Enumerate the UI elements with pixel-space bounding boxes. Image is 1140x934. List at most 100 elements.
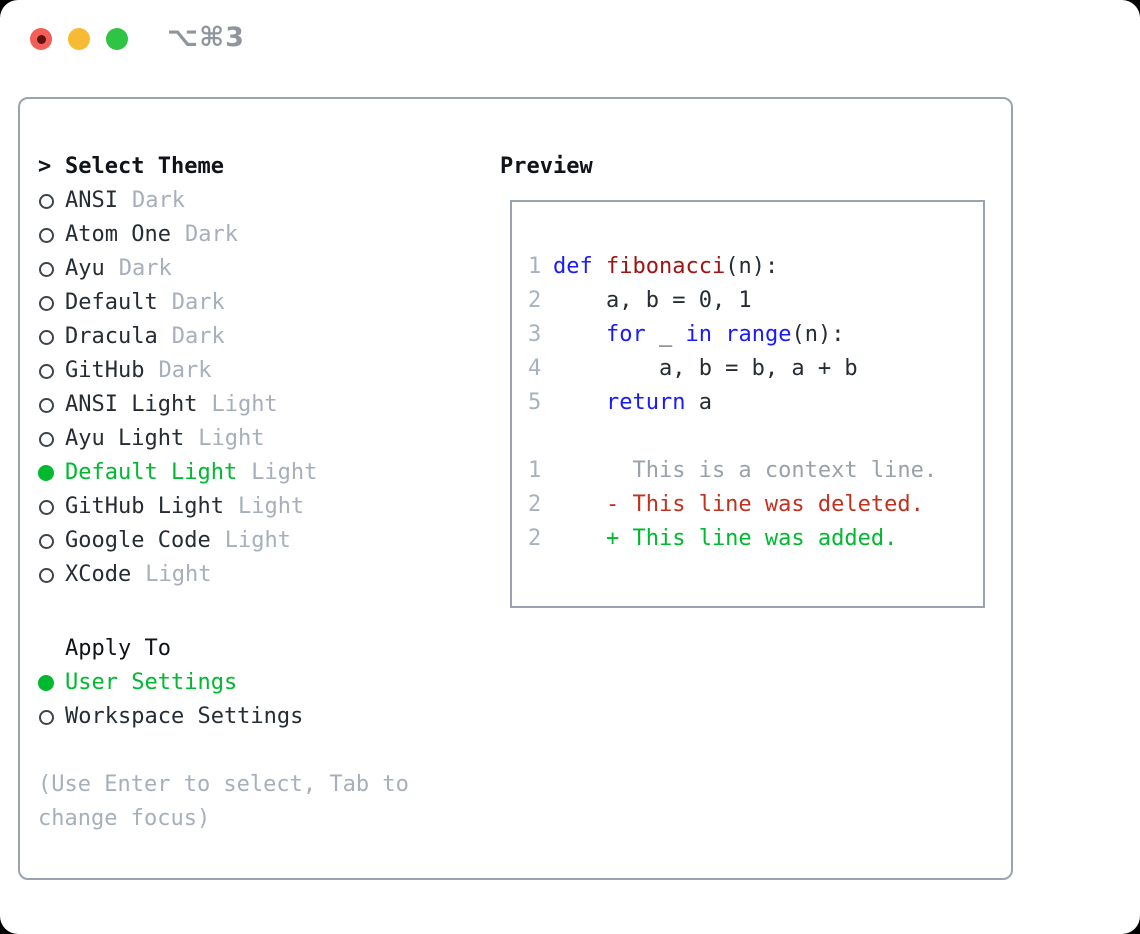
maximize-button[interactable] — [106, 28, 128, 50]
radio-glyph — [39, 193, 54, 209]
radio-glyph — [38, 465, 54, 481]
radio-glyph — [39, 499, 54, 515]
radio-glyph — [39, 261, 54, 277]
theme-name: Dracula — [65, 324, 158, 349]
radio-glyph — [39, 431, 54, 447]
diff-text: - This line was deleted. — [553, 492, 924, 517]
theme-option-atom-one[interactable]: Atom One Dark — [38, 218, 478, 252]
diff-text: + This line was added. — [553, 526, 898, 551]
apply-to-label: Apply To — [65, 636, 171, 661]
theme-name: Atom One — [65, 222, 171, 247]
radio-icon — [38, 567, 65, 583]
theme-variant: Light — [211, 392, 278, 417]
code-line: 1 def fibonacci(n): — [528, 250, 983, 284]
theme-option-github[interactable]: GitHub Dark — [38, 354, 478, 388]
theme-variant: Dark — [131, 188, 185, 213]
diff-text: This is a context line. — [553, 458, 938, 483]
theme-variant: Light — [251, 460, 318, 485]
radio-glyph — [39, 363, 54, 379]
diff-line-deleted: 2 - This line was deleted. — [528, 488, 983, 522]
theme-name: Google Code — [65, 528, 211, 553]
window-controls — [30, 28, 128, 50]
radio-glyph — [39, 227, 54, 243]
diff-line-added: 2 + This line was added. — [528, 522, 983, 556]
theme-variant: Light — [145, 562, 212, 587]
line-number: 2 — [528, 526, 542, 551]
close-button[interactable] — [30, 28, 52, 50]
code-preview: 1 def fibonacci(n): 2 a, b = 0, 1 3 for _ i… — [528, 250, 983, 420]
radio-icon — [38, 533, 65, 549]
hint-text: (Use Enter to select, Tab to change focu… — [38, 772, 409, 831]
theme-option-dracula[interactable]: Dracula Dark — [38, 320, 478, 354]
theme-option-github-light[interactable]: GitHub Light Light — [38, 490, 478, 524]
radio-icon — [38, 295, 65, 311]
blank-line — [528, 420, 983, 454]
theme-name: XCode — [65, 562, 132, 587]
radio-glyph — [39, 567, 54, 583]
radio-glyph — [39, 397, 54, 413]
select-theme-label: Select Theme — [65, 154, 224, 179]
theme-variant: Dark — [171, 290, 225, 315]
code-text: a, b = 0, 1 — [553, 288, 752, 313]
theme-variant: Dark — [171, 324, 225, 349]
preview-box: 1 def fibonacci(n): 2 a, b = 0, 1 3 for _ i… — [510, 200, 985, 608]
radio-glyph — [39, 295, 54, 311]
theme-option-ansi-light[interactable]: ANSI Light Light — [38, 388, 478, 422]
theme-variant: Light — [224, 528, 291, 553]
apply-option-label: Workspace Settings — [65, 704, 304, 729]
focus-caret-icon: > — [38, 154, 52, 179]
theme-option-xcode[interactable]: XCode Light — [38, 558, 478, 592]
theme-variant: Dark — [184, 222, 238, 247]
theme-variant: Light — [237, 494, 305, 519]
code-text: def fibonacci(n): — [553, 254, 779, 279]
theme-name: ANSI — [65, 188, 118, 213]
diff-line-context: 1 This is a context line. — [528, 454, 983, 488]
line-number: 5 — [528, 390, 542, 415]
code-line: 5 return a — [528, 386, 983, 420]
theme-variant: Dark — [158, 358, 212, 383]
theme-name: ANSI Light — [65, 392, 198, 417]
radio-icon — [38, 227, 65, 243]
theme-name: GitHub Light — [65, 494, 224, 519]
code-text: return a — [605, 390, 712, 415]
radio-glyph — [38, 675, 54, 691]
theme-option-ansi[interactable]: ANSI Dark — [38, 184, 478, 218]
line-number: 1 — [528, 254, 542, 279]
radio-icon — [38, 431, 65, 447]
theme-name: Default Light — [65, 460, 238, 485]
radio-selected-icon — [38, 465, 65, 481]
theme-option-google-code[interactable]: Google Code Light — [38, 524, 478, 558]
code-text: for _ in range(n): — [605, 322, 845, 347]
theme-variant: Light — [198, 426, 265, 451]
preview-title: Preview — [500, 154, 593, 179]
theme-name: GitHub — [65, 358, 145, 383]
select-theme-header: > Select Theme — [38, 150, 478, 184]
code-line: 2 a, b = 0, 1 — [528, 284, 983, 318]
apply-option-label: User Settings — [65, 670, 238, 695]
radio-glyph — [39, 533, 54, 549]
radio-icon — [38, 499, 65, 515]
close-dot-icon — [36, 34, 46, 44]
line-number: 1 — [528, 458, 542, 483]
apply-option-user-settings[interactable]: User Settings — [38, 666, 478, 700]
line-number: 3 — [528, 322, 542, 347]
apply-option-workspace-settings[interactable]: Workspace Settings — [38, 700, 478, 734]
radio-icon — [38, 363, 65, 379]
theme-option-default-light[interactable]: Default Light Light — [38, 456, 478, 490]
radio-icon — [38, 397, 65, 413]
line-number: 4 — [528, 356, 542, 381]
apply-to-header: Apply To — [38, 632, 478, 666]
code-text: a, b = b, a + b — [553, 356, 858, 381]
radio-glyph — [39, 329, 54, 345]
minimize-button[interactable] — [68, 28, 90, 50]
radio-icon — [38, 709, 65, 725]
radio-icon — [38, 261, 65, 277]
